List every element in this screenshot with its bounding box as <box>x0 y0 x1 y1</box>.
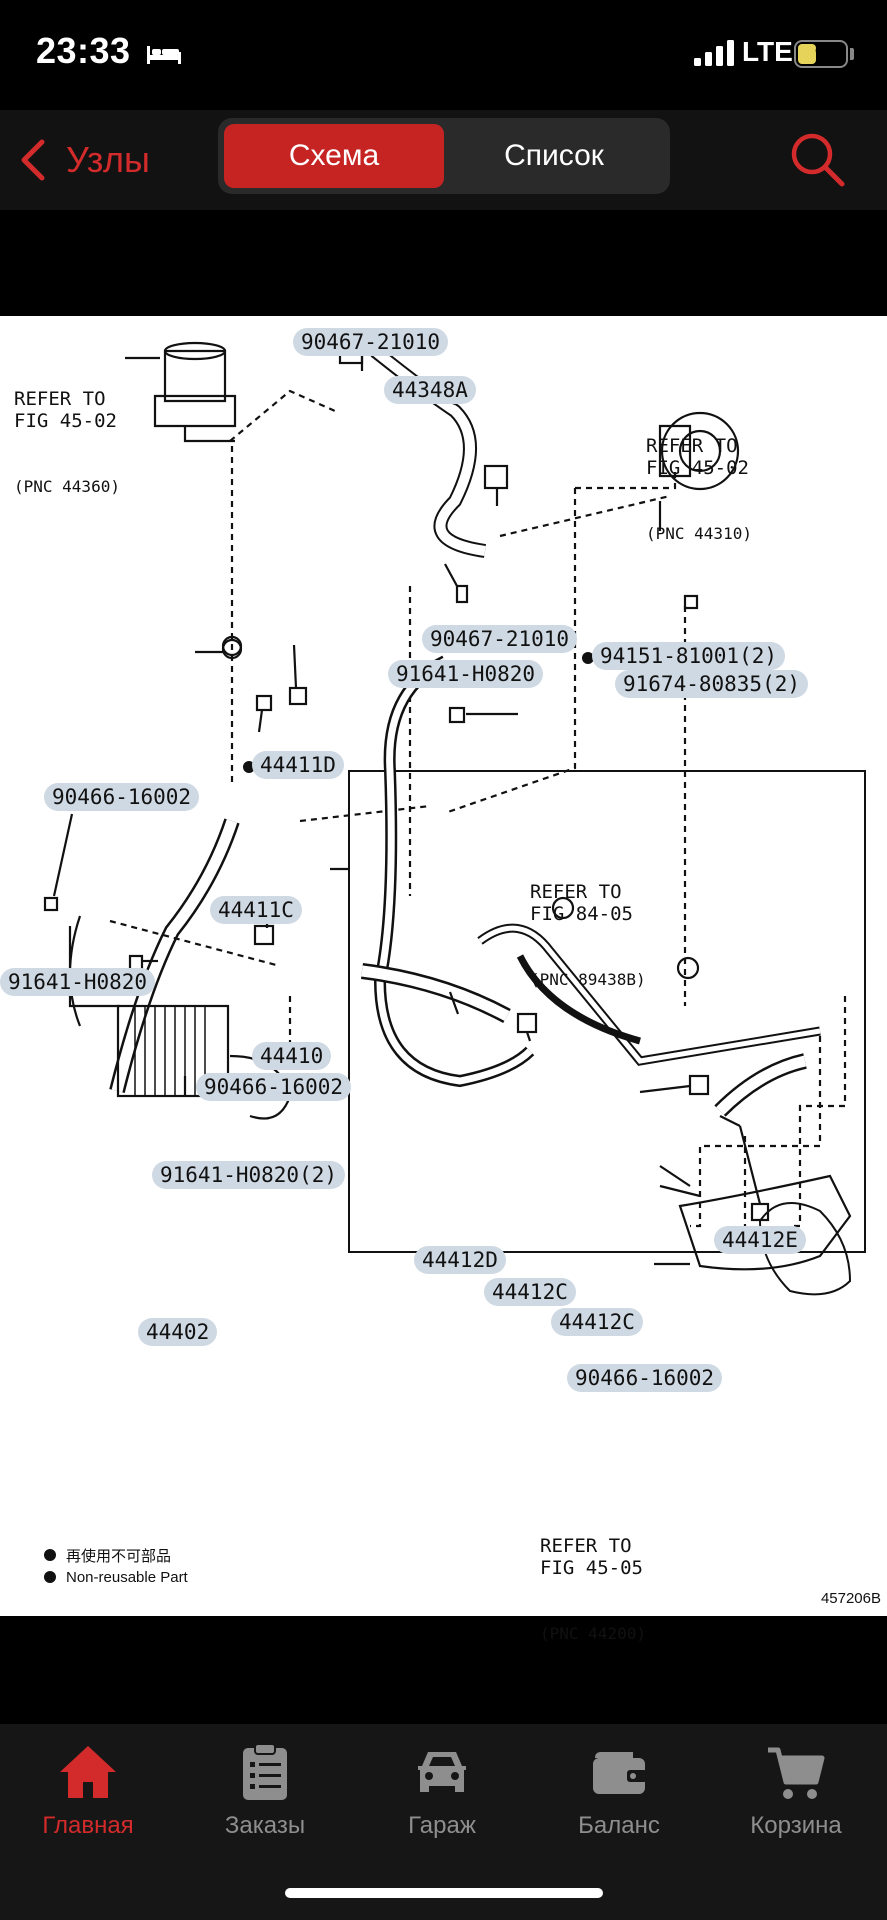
diagram-id: 457206B <box>820 1590 881 1607</box>
sleep-mode-icon <box>147 46 181 64</box>
part-90466-16002-b[interactable]: 90466-16002 <box>196 1073 352 1101</box>
reference-note-44360[interactable]: REFER TO FIG 45-02 (PNC 44360) <box>14 344 120 542</box>
legend-row: 再使用不可部品 <box>44 1544 188 1566</box>
tab-label: Баланс <box>578 1812 660 1839</box>
parts-diagram[interactable]: 90467-21010 44348A 90467-21010 94151-810… <box>0 316 887 1643</box>
tab-garage[interactable]: Гараж <box>362 1742 522 1862</box>
diagram-drawing <box>43 339 866 1296</box>
reference-note-44310[interactable]: REFER TO FIG 45-02 (PNC 44310) <box>646 391 752 589</box>
signal-icon <box>694 40 734 66</box>
reference-note-44200[interactable]: REFER TO FIG 45-05 (PNC 44200) <box>540 1491 646 1689</box>
nav-header: Узлы Схема Список <box>0 110 887 210</box>
part-44411d[interactable]: 44411D <box>252 751 344 779</box>
reference-title: REFER TO FIG 84-05 <box>530 881 633 925</box>
home-icon <box>60 1746 116 1798</box>
reference-pnc: (PNC 44310) <box>646 524 752 543</box>
legend-bullet <box>44 1571 56 1583</box>
part-44348a[interactable]: 44348A <box>384 376 476 404</box>
part-44410[interactable]: 44410 <box>252 1042 332 1070</box>
non-reusable-bullet <box>582 652 594 664</box>
tab-label: Заказы <box>224 1812 306 1839</box>
reference-title: REFER TO FIG 45-02 <box>14 388 117 432</box>
part-44412d[interactable]: 44412D <box>414 1246 506 1274</box>
reference-pnc: (PNC 44360) <box>14 477 120 496</box>
part-90466-16002-a[interactable]: 90466-16002 <box>44 783 200 811</box>
part-94151-81001[interactable]: 94151-81001(2) <box>592 642 786 670</box>
legend-bullet <box>44 1549 56 1561</box>
tab-bar: Главная Заказы Гараж Баланс <box>0 1724 887 1920</box>
car-icon <box>418 1752 466 1792</box>
home-indicator[interactable] <box>285 1888 603 1898</box>
tab-home[interactable]: Главная <box>8 1742 168 1862</box>
segment-scheme[interactable]: Схема <box>224 124 444 188</box>
part-91641-h0820-b[interactable]: 91641-H0820 <box>0 968 156 996</box>
part-91674-80835[interactable]: 91674-80835(2) <box>615 670 809 698</box>
tab-label: Корзина <box>750 1812 842 1839</box>
diagram-legend: 再使用不可部品 Non-reusable Part <box>44 1544 188 1588</box>
battery-level: 9 <box>814 41 828 66</box>
wallet-icon <box>593 1752 647 1794</box>
legend-text-jp: 再使用不可部品 <box>66 1547 172 1565</box>
part-44402[interactable]: 44402 <box>138 1318 218 1346</box>
reference-title: REFER TO FIG 45-05 <box>540 1535 643 1579</box>
battery-cap <box>850 48 854 60</box>
reference-pnc: (PNC 89438B) <box>530 970 646 989</box>
reference-title: REFER TO FIG 45-02 <box>646 435 749 479</box>
tab-label: Главная <box>42 1812 134 1839</box>
segment-list[interactable]: Список <box>504 139 604 172</box>
back-button[interactable]: Узлы <box>18 132 150 188</box>
battery-icon: 9 <box>794 40 848 68</box>
tab-balance[interactable]: Баланс <box>539 1742 699 1862</box>
cart-icon <box>768 1747 825 1799</box>
status-bar: 23:33 LTE 9 <box>0 0 887 110</box>
status-time: 23:33 <box>36 30 131 71</box>
view-segmented-control: Схема Список <box>218 118 670 194</box>
tab-cart[interactable]: Корзина <box>716 1742 876 1862</box>
tab-label: Гараж <box>408 1812 476 1839</box>
part-44412c-b[interactable]: 44412C <box>551 1308 643 1336</box>
part-44412e[interactable]: 44412E <box>714 1226 806 1254</box>
part-90467-21010-a[interactable]: 90467-21010 <box>293 328 449 356</box>
part-91641-h0820-2[interactable]: 91641-H0820(2) <box>152 1161 346 1189</box>
chevron-left-icon <box>21 139 45 181</box>
part-44411c[interactable]: 44411C <box>210 896 302 924</box>
reference-pnc: (PNC 44200) <box>540 1624 646 1643</box>
reference-note-89438b[interactable]: REFER TO FIG 84-05 (PNC 89438B) <box>530 837 646 1035</box>
part-90466-16002-c[interactable]: 90466-16002 <box>567 1364 723 1392</box>
network-label: LTE <box>742 36 793 67</box>
orders-icon <box>243 1743 287 1800</box>
back-label: Узлы <box>66 139 150 180</box>
tab-orders[interactable]: Заказы <box>185 1742 345 1862</box>
part-44412c-a[interactable]: 44412C <box>484 1278 576 1306</box>
part-90467-21010-b[interactable]: 90467-21010 <box>422 625 578 653</box>
part-91641-h0820-a[interactable]: 91641-H0820 <box>388 660 544 688</box>
legend-text-en: Non-reusable Part <box>66 1568 188 1586</box>
search-icon[interactable] <box>788 130 848 190</box>
legend-row: Non-reusable Part <box>44 1566 188 1588</box>
